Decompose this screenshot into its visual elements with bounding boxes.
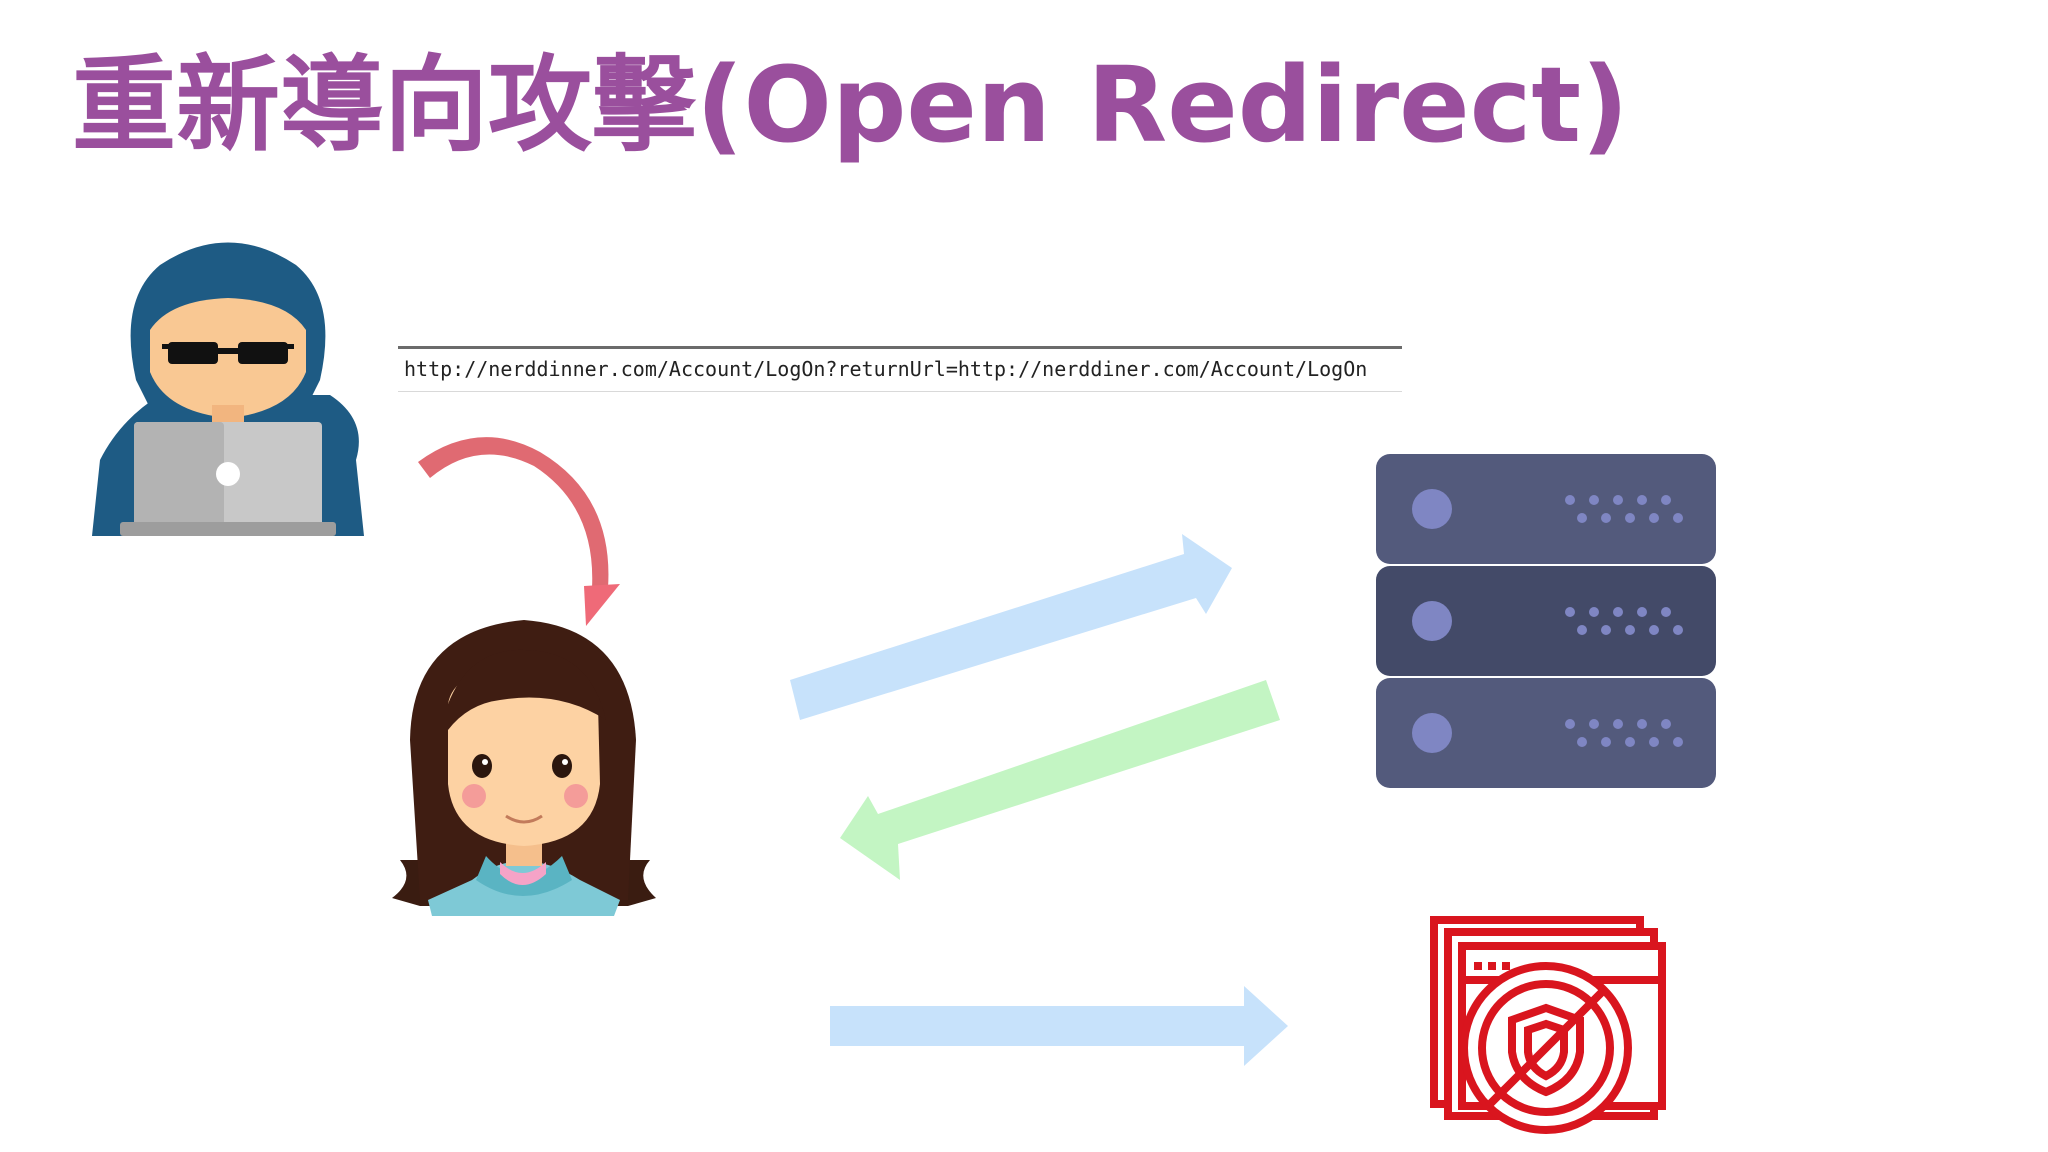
insecure-website-icon bbox=[1430, 916, 1666, 1134]
redirect-arrow-icon bbox=[830, 986, 1288, 1066]
slide-title: 重新導向攻擊(Open Redirect) bbox=[72, 44, 1629, 166]
malicious-url: http://nerddinner.com/Account/LogOn?retu… bbox=[404, 357, 1368, 381]
user-icon bbox=[392, 620, 656, 916]
curved-arrow-icon bbox=[418, 437, 620, 626]
server-icon bbox=[1376, 454, 1716, 788]
hacker-icon bbox=[92, 242, 364, 536]
url-bar: http://nerddinner.com/Account/LogOn?retu… bbox=[398, 346, 1402, 392]
browser-dots-icon bbox=[1474, 962, 1510, 970]
request-arrow-icon bbox=[790, 534, 1232, 720]
response-arrow-icon bbox=[840, 680, 1280, 880]
